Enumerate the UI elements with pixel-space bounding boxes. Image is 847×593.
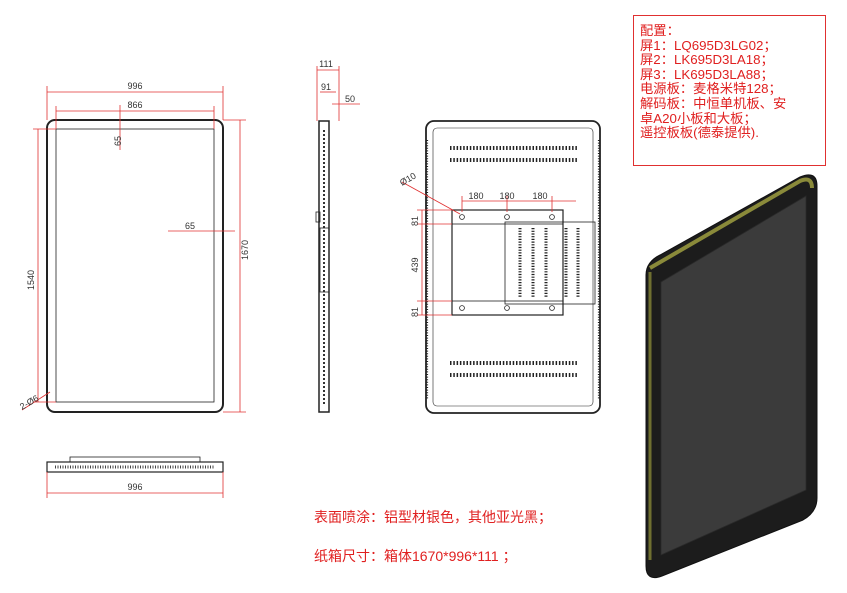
dim-vertical-mid: 439 <box>410 257 420 272</box>
config-line: 电源板：麦格米特128； <box>640 81 782 97</box>
dim-corner: 2-Ø6 <box>18 393 40 412</box>
config-line: 遥控板板(德泰提供). <box>640 125 759 141</box>
dim-vertical-top: 81 <box>410 216 420 226</box>
bottom-view: 996 <box>46 456 224 498</box>
carton-note: 纸箱尺寸：箱体1670*996*111 ； <box>314 548 517 564</box>
dim-vertical-bottom: 81 <box>410 307 420 317</box>
dim-margin-side: 65 <box>185 221 195 231</box>
config-title: 配置： <box>640 23 680 38</box>
dim-height-outer: 1670 <box>240 240 250 260</box>
surface-note: 表面喷涂：铝型材银色，其他亚光黑； <box>314 509 552 525</box>
config-line: 卓A20小板和大板； <box>640 110 757 126</box>
dim-depth-total: 111 <box>319 59 333 69</box>
config-box: 配置： 屏1：LQ695D3LG02； 屏2：LK695D3LA18； 屏3：L… <box>633 15 826 166</box>
side-view: 111 91 50 <box>315 59 360 413</box>
dim-hole-spacing-1: 180 <box>468 191 483 201</box>
dim-hole-spacing-3: 180 <box>532 191 547 201</box>
dim-depth-small: 50 <box>345 94 355 104</box>
config-line: 解码板：中恒单机板、安 <box>640 95 787 111</box>
dim-hole-spacing-2: 180 <box>499 191 514 201</box>
front-view: 996 866 65 65 1540 1670 2-Ø6 <box>18 81 250 413</box>
perspective-view <box>645 174 818 579</box>
dim-height-inner: 1540 <box>26 270 36 290</box>
dim-depth-mid: 91 <box>321 82 331 92</box>
dim-width-outer: 996 <box>127 81 142 91</box>
dim-width-inner: 866 <box>127 100 142 110</box>
config-line: 屏3：LK695D3LA88； <box>640 66 774 82</box>
dim-bottom-width: 996 <box>127 482 142 492</box>
config-line: 屏2：LK695D3LA18； <box>640 52 774 68</box>
config-line: 屏1：LQ695D3LG02； <box>640 37 777 53</box>
dim-margin-top: 65 <box>113 136 123 146</box>
back-view: 180 180 180 Ø10 81 439 81 <box>398 120 601 414</box>
